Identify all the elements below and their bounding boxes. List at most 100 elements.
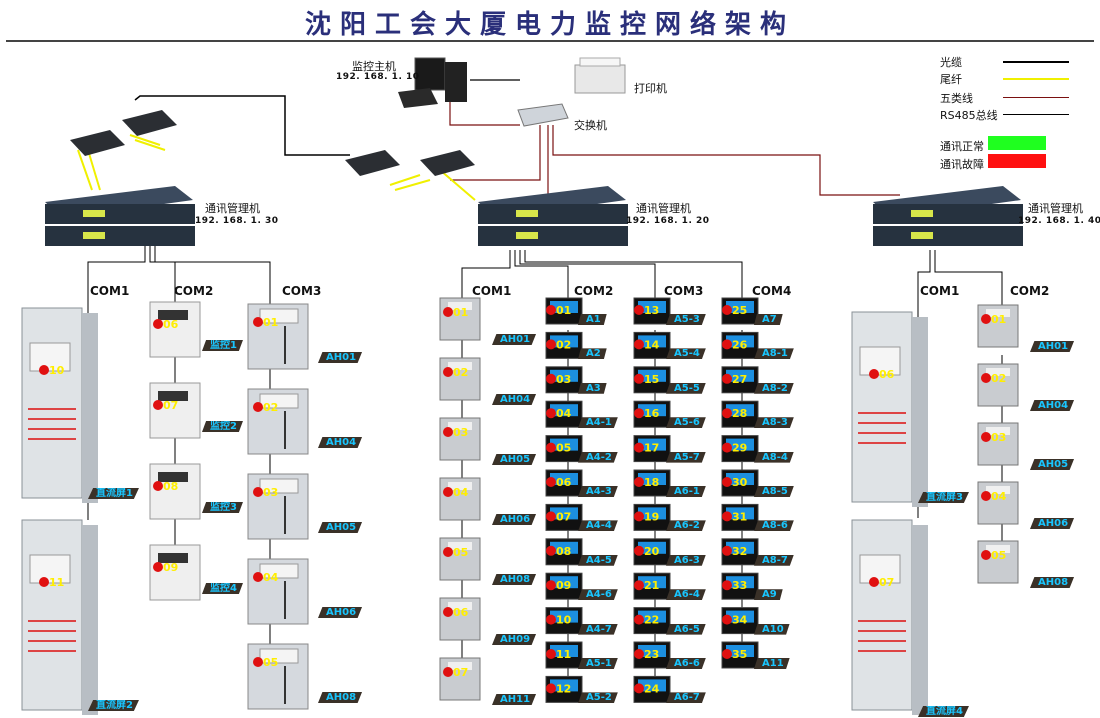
right-com2-bus	[934, 250, 1003, 305]
right-relay-1-number: 01	[991, 313, 1006, 326]
mid-meter-c4-8: 32	[721, 538, 759, 566]
mid-meter-c2-3-number: 03	[556, 373, 571, 386]
left-protector-5-panel	[259, 648, 299, 664]
right-relay-2-tag: AH04	[1030, 400, 1075, 411]
mid-meter-c2-10-status-dot	[546, 614, 556, 625]
left-com3-label: COM3	[282, 284, 322, 298]
mid-meter-c4-10: 34	[721, 607, 759, 635]
mid-meter-c3-8: 20	[633, 538, 671, 566]
left-cabinet-2-switch-row	[28, 620, 76, 622]
mid-relay-4-number: 04	[453, 486, 469, 499]
mid-meter-c2-11-tag: A5-1	[578, 658, 618, 669]
left-com2-label: COM2	[174, 284, 214, 298]
mid-relay-5-status-dot	[443, 547, 453, 557]
right-cabinet-2-switch-row	[858, 640, 906, 642]
mid-meter-c3-10-tag: A6-5	[666, 623, 706, 635]
legend-pigtail-label: 尾纤	[940, 73, 962, 86]
mid-meter-c4-8-screen	[726, 541, 754, 554]
mid-meter-c4-6-status-dot	[722, 477, 732, 487]
mid-meter-c4-10-status-dot	[722, 614, 732, 625]
mid-meter-c2-2-screen	[550, 335, 578, 348]
left-pigtail-3	[134, 139, 166, 151]
mid-meter-c3-11-status-dot	[634, 649, 644, 659]
left-monitor-3-tag: 监控3	[202, 502, 243, 513]
mid-meter-c3-3-status-dot	[634, 373, 644, 384]
printer-tray	[579, 57, 621, 67]
left-monitor-2-display	[158, 391, 188, 401]
left-pigtail-1	[87, 149, 101, 191]
mid-meter-c3-3-number: 15	[644, 373, 659, 386]
mid-com1-bus	[461, 250, 511, 305]
left-monitor-1-display	[158, 310, 188, 320]
mid-meter-c4-1-status-dot	[722, 305, 732, 315]
mid-meter-c2-10-number: 10	[556, 614, 572, 627]
mid-meter-c4-3-status-dot	[722, 373, 732, 384]
mid-meter-c2-1: 01	[545, 297, 583, 325]
mid-relay-6: 06	[439, 597, 481, 641]
mid-relay-7: 07	[439, 657, 481, 701]
mid-meter-c4-11-screen	[726, 645, 754, 657]
left-protector-3-status-dot	[253, 487, 263, 497]
manager-left	[45, 186, 195, 246]
mid-meter-c4-11: 35	[721, 641, 759, 669]
mid-meter-c4-7-number: 31	[732, 510, 747, 523]
mid-meter-c2-8-status-dot	[546, 545, 556, 556]
left-protector-5-number: 05	[263, 656, 278, 669]
mid-meter-c2-11-screen	[550, 645, 578, 657]
legend-normal-label: 通讯正常	[940, 140, 984, 153]
manager-right-unit-2	[873, 226, 1023, 246]
left-protector-2-status-dot	[253, 402, 263, 412]
mid-meter-c3-9-screen	[638, 576, 666, 589]
mid-meter-c3-3: 15	[633, 366, 671, 394]
mid-meter-c4-6-number: 30	[732, 476, 748, 489]
right-cabinet-2-side	[912, 525, 928, 715]
mid-relay-1: 01	[439, 297, 481, 341]
mid-com2-label: COM2	[574, 284, 614, 298]
left-monitor-4: 09	[149, 544, 201, 601]
mid-meter-c4-3-number: 27	[732, 373, 747, 386]
mid-meter-c4-3-screen	[726, 369, 754, 382]
mid-meter-c4-8-tag: A8-7	[754, 554, 794, 566]
left-monitor-3-display	[158, 472, 188, 482]
mid-meter-c4-9-screen	[726, 576, 754, 589]
mid-meter-c4-7-screen	[726, 507, 754, 520]
right-com1-bus	[917, 250, 931, 318]
legend-normal-swatch	[988, 136, 1046, 150]
mid-relay-1-tag: AH01	[492, 334, 537, 345]
mid-meter-c3-1-status-dot	[634, 305, 644, 315]
mid-meter-c3-3-screen	[638, 369, 666, 382]
mid-meter-c3-12-screen	[638, 679, 666, 692]
right-relay-2-display	[986, 368, 1010, 376]
manager-right-unit-1	[873, 204, 1023, 224]
mid-relay-5: 05	[439, 537, 481, 581]
mid-pigtail-1	[394, 179, 431, 191]
mid-meter-c3-7-status-dot	[634, 511, 644, 522]
mid-meter-c4-3-tag: A8-2	[754, 382, 794, 394]
right-relay-5-tag: AH08	[1030, 577, 1075, 588]
mid-meter-c2-4-screen	[550, 404, 578, 417]
left-protector-4-panel	[259, 563, 299, 579]
mid-meter-c3-4-tag: A5-6	[666, 417, 706, 429]
mid-meter-c2-3: 03	[545, 366, 583, 394]
mid-meter-c2-7-screen	[550, 507, 578, 520]
legend-pigtail-line	[1003, 78, 1069, 80]
left-monitor-1-status-dot	[153, 319, 163, 329]
mid-meter-c4-5-number: 29	[732, 442, 747, 455]
mid-meter-c3-2-number: 14	[644, 338, 660, 351]
mid-relay-3-display	[448, 422, 472, 430]
left-cabinet-1: 10	[21, 307, 98, 503]
mid-relay-3-tag: AH05	[492, 454, 537, 465]
mid-meter-c4-11-tag: A11	[754, 658, 790, 669]
mid-meter-c4-8-number: 32	[732, 545, 747, 558]
left-cabinet-2-number: 11	[49, 576, 64, 589]
left-protector-1: 01	[247, 303, 309, 370]
mid-meter-c3-1-screen	[638, 301, 666, 313]
right-cabinet-1-tag: 直流屏3	[918, 492, 969, 503]
manager-mid-ip: 192. 168. 1. 20	[626, 216, 710, 226]
mid-meter-c2-7: 07	[545, 503, 583, 531]
host-ip: 192. 168. 1. 10	[336, 72, 420, 82]
mid-relay-7-number: 07	[453, 666, 468, 679]
left-com3-bus	[154, 245, 271, 305]
mid-meter-c3-6-screen	[638, 473, 666, 485]
mid-meter-c3-7: 19	[633, 503, 671, 531]
